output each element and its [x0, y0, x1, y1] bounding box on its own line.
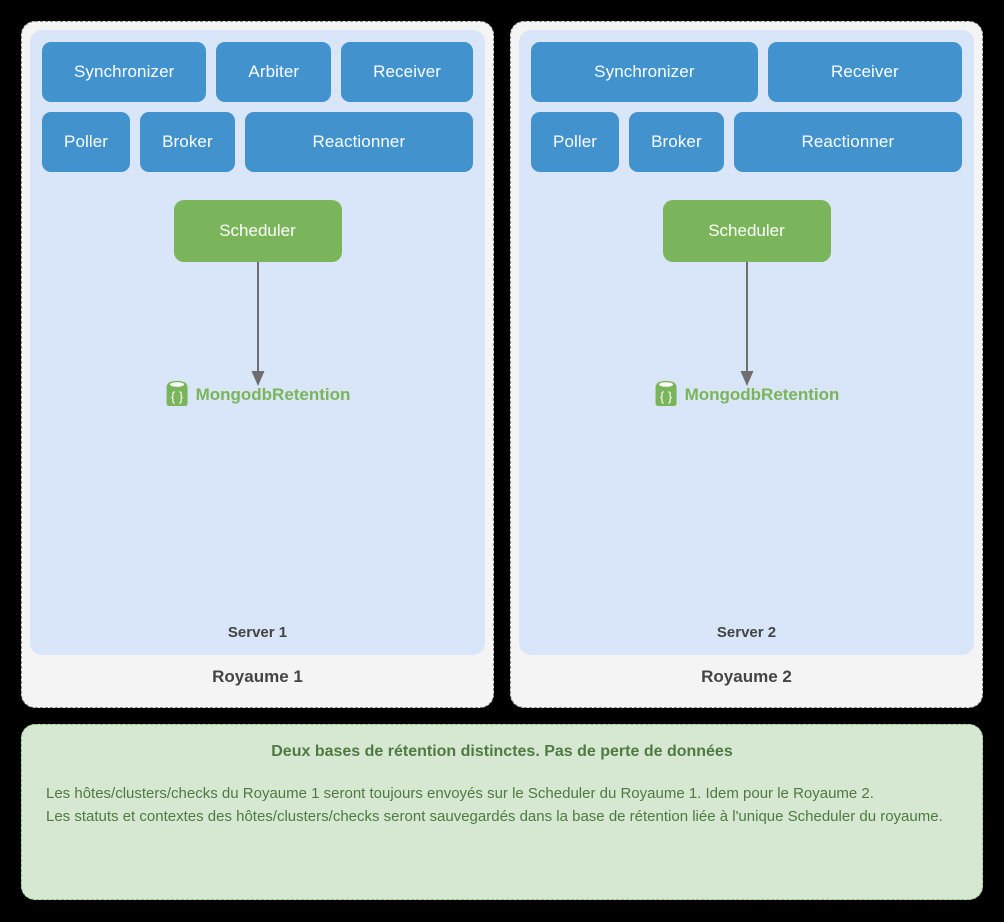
daemon-row: Poller Broker Reactionner — [42, 112, 473, 172]
daemon-grid-2: Synchronizer Receiver Poller Broker Reac… — [531, 42, 962, 172]
scheduler-to-retention-arrow — [740, 262, 753, 386]
daemon-broker[interactable]: Broker — [140, 112, 235, 172]
retention-db-2[interactable]: { } MongodbRetention — [654, 380, 840, 410]
daemon-poller[interactable]: Poller — [531, 112, 620, 172]
retention-db-1[interactable]: { } MongodbRetention — [165, 380, 351, 410]
retention-db-label: MongodbRetention — [195, 385, 351, 404]
retention-db-label: MongodbRetention — [684, 385, 840, 404]
svg-text:{ }: { } — [170, 389, 183, 404]
daemon-reactionner[interactable]: Reactionner — [244, 112, 473, 172]
daemon-grid-1: Synchronizer Arbiter Receiver Poller Bro… — [42, 42, 473, 172]
daemon-broker[interactable]: Broker — [629, 112, 724, 172]
daemon-row: Poller Broker Reactionner — [531, 112, 962, 172]
daemon-receiver[interactable]: Receiver — [767, 42, 962, 102]
server-box-2: Synchronizer Receiver Poller Broker Reac… — [519, 30, 974, 655]
daemon-poller[interactable]: Poller — [42, 112, 131, 172]
info-note-panel: Deux bases de rétention distinctes. Pas … — [21, 724, 983, 900]
daemon-synchronizer[interactable]: Synchronizer — [42, 42, 207, 102]
realm-card-royaume-2: Synchronizer Receiver Poller Broker Reac… — [510, 21, 983, 708]
server-name-label: Server 2 — [716, 624, 777, 641]
server-name-label: Server 1 — [227, 624, 288, 641]
flow-area-2: Scheduler { } MongodbRetention — [531, 200, 962, 655]
realm-name-label: Royaume 1 — [212, 667, 303, 686]
daemon-receiver[interactable]: Receiver — [341, 42, 473, 102]
realm-card-royaume-1: Synchronizer Arbiter Receiver Poller Bro… — [21, 21, 494, 708]
server-box-1: Synchronizer Arbiter Receiver Poller Bro… — [30, 30, 485, 655]
daemon-synchronizer[interactable]: Synchronizer — [531, 42, 758, 102]
daemon-row: Synchronizer Arbiter Receiver — [42, 42, 473, 102]
database-cylinder-icon: { } — [166, 380, 188, 406]
scheduler-node[interactable]: Scheduler — [173, 200, 342, 262]
scheduler-node[interactable]: Scheduler — [662, 200, 831, 262]
daemon-reactionner[interactable]: Reactionner — [733, 112, 962, 172]
daemon-arbiter[interactable]: Arbiter — [216, 42, 332, 102]
note-title: Deux bases de rétention distinctes. Pas … — [271, 743, 733, 760]
flow-area-1: Scheduler { } MongodbRetention — [42, 200, 473, 655]
note-body: Les hôtes/clusters/checks du Royaume 1 s… — [46, 785, 943, 825]
daemon-row: Synchronizer Receiver — [531, 42, 962, 102]
realm-name-label: Royaume 2 — [701, 667, 792, 686]
svg-text:{ }: { } — [659, 389, 672, 404]
database-cylinder-icon: { } — [655, 380, 677, 406]
scheduler-to-retention-arrow — [251, 262, 264, 386]
